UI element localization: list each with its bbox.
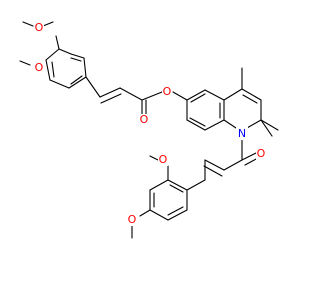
- bond: [119, 87, 143, 101]
- bond: [45, 48, 60, 61]
- molecule-structure-diagram: O O O O N O O O: [19, 21, 279, 239]
- bond: [260, 119, 273, 137]
- atom-O: O: [140, 113, 149, 126]
- bond: [19, 60, 31, 66]
- bond: [244, 157, 259, 166]
- bond: [42, 21, 54, 27]
- bond: [85, 76, 101, 98]
- bond: [70, 75, 83, 85]
- bond: [223, 119, 237, 129]
- bond: [167, 209, 188, 221]
- atom-O: O: [128, 213, 137, 226]
- bond: [45, 59, 51, 81]
- bond: [172, 91, 188, 101]
- bond: [58, 48, 72, 55]
- bond: [204, 159, 225, 171]
- bond: [55, 35, 60, 50]
- bond: [149, 179, 169, 191]
- bond: [70, 53, 85, 59]
- atom-O: O: [257, 147, 266, 160]
- bond: [246, 119, 262, 129]
- bond: [204, 89, 225, 101]
- bond: [186, 119, 206, 131]
- bond: [139, 209, 151, 217]
- atom-O: O: [35, 61, 44, 74]
- bond: [260, 119, 279, 131]
- atom-O: O: [159, 153, 168, 166]
- bond: [190, 93, 206, 103]
- bond: [100, 93, 122, 104]
- bond: [167, 179, 188, 191]
- bond: [167, 206, 184, 216]
- bond: [68, 76, 87, 89]
- bond: [204, 119, 225, 131]
- bond: [223, 88, 243, 101]
- bond: [189, 117, 206, 127]
- bond: [169, 184, 184, 193]
- bond: [99, 87, 121, 98]
- atom-N: N: [238, 127, 246, 140]
- bond: [223, 159, 243, 171]
- atom-O: O: [35, 21, 44, 34]
- bond: [241, 152, 257, 161]
- bond: [203, 165, 223, 177]
- bond: [83, 57, 87, 78]
- atom-labels: O O O O N O O O: [34, 21, 266, 226]
- bond: [51, 61, 55, 78]
- bond: [141, 91, 163, 101]
- bond: [149, 155, 159, 161]
- bond: [22, 21, 34, 27]
- bond: [49, 79, 70, 89]
- bond-lines: [19, 21, 279, 239]
- bond: [70, 57, 82, 62]
- atom-O: O: [163, 85, 172, 98]
- bond: [186, 89, 206, 101]
- bond: [186, 179, 206, 191]
- bond: [241, 88, 262, 101]
- bond: [242, 94, 258, 104]
- bond: [149, 209, 169, 221]
